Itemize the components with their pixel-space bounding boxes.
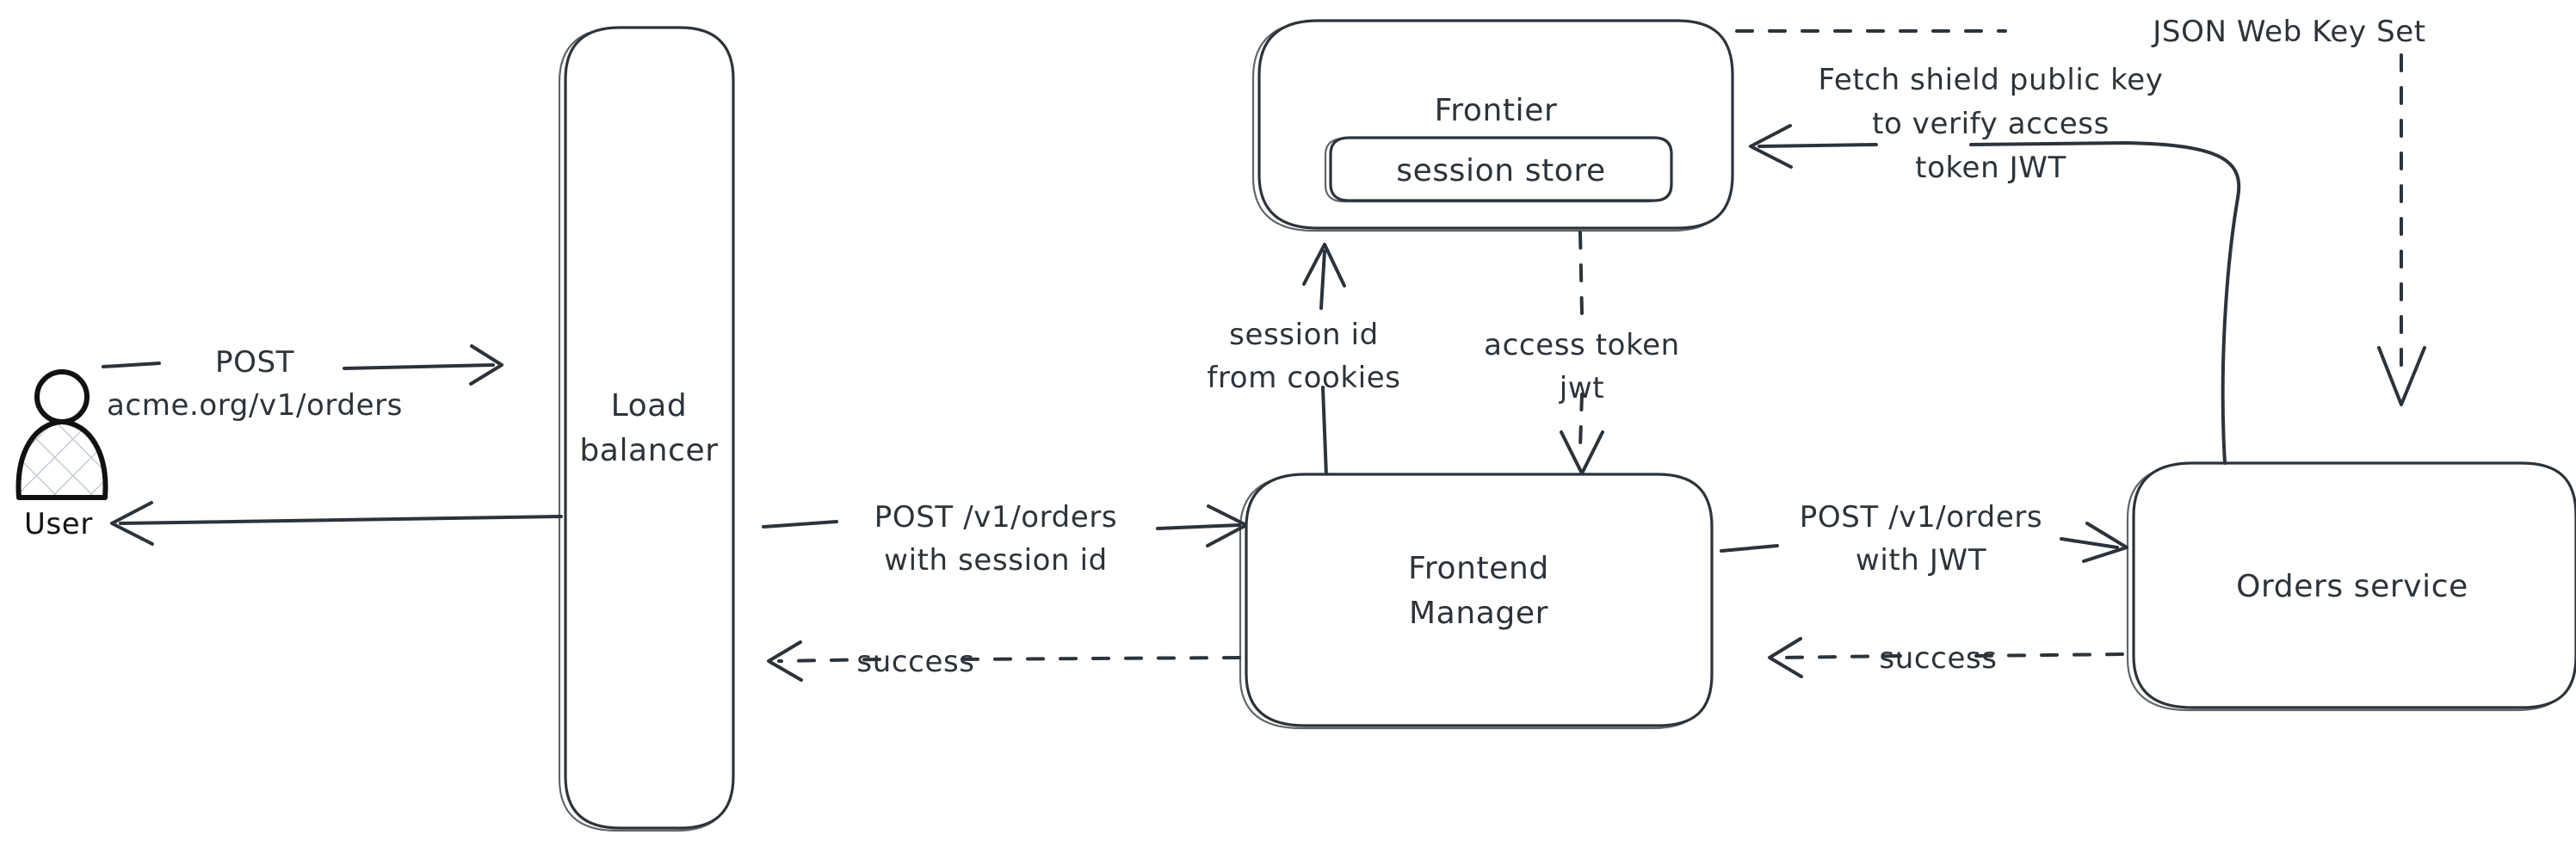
node-session-store[interactable]: session store — [1324, 136, 1673, 203]
edge-fm-to-frontier-label-2: from cookies — [1207, 361, 1400, 395]
edge-fm-to-frontier-label-1: session id — [1229, 318, 1379, 352]
edge-orders-to-fm-label: success — [1879, 641, 1997, 676]
edge-user-to-lb-label-1: POST — [215, 345, 294, 380]
node-session-store-label: session store — [1396, 153, 1606, 189]
edge-orders-to-frontier-label-1: Fetch shield public key — [1819, 63, 2164, 97]
edge-user-to-lb: POST acme.org/v1/orders — [102, 344, 503, 423]
edge-orders-to-frontier-label-2: to verify access — [1872, 107, 2110, 141]
node-frontend-manager[interactable]: Frontend Manager — [1239, 473, 1714, 730]
node-frontend-manager-label-2: Manager — [1409, 596, 1548, 631]
node-frontend-manager-label-1: Frontend — [1408, 551, 1549, 586]
node-frontier-label: Frontier — [1435, 93, 1558, 128]
node-user-label: User — [24, 507, 93, 541]
edge-lb-to-fm-label-2: with session id — [884, 543, 1108, 578]
edge-fm-to-orders-label-2: with JWT — [1856, 543, 1986, 578]
node-orders-service[interactable]: Orders service — [2126, 461, 2576, 712]
node-load-balancer-label-2: balancer — [579, 433, 718, 468]
edge-fm-to-lb: success — [767, 640, 1241, 682]
edge-frontier-to-fm: access token jwt — [1484, 231, 1680, 475]
edge-fm-to-orders-label-1: POST /v1/orders — [1800, 500, 2042, 535]
edge-orders-to-frontier-label-3: token JWT — [1915, 151, 2066, 185]
node-load-balancer-label-1: Load — [611, 388, 688, 424]
person-icon — [15, 369, 108, 500]
edge-fm-to-lb-label: success — [856, 645, 974, 679]
edge-lb-to-fm-label-1: POST /v1/orders — [874, 500, 1117, 535]
edge-fm-to-frontier: session id from cookies — [1207, 243, 1400, 478]
edge-lb-to-fm: POST /v1/orders with session id — [762, 500, 1248, 578]
edge-user-to-lb-label-2: acme.org/v1/orders — [107, 388, 403, 423]
edge-jwks-label: JSON Web Key Set — [2151, 15, 2425, 49]
edge-lb-to-user — [110, 501, 563, 546]
edge-frontier-to-fm-label-2: jwt — [1559, 371, 1604, 405]
edge-orders-to-frontier: Fetch shield public key to verify access… — [1749, 63, 2241, 465]
node-load-balancer[interactable]: Load balancer — [558, 26, 735, 832]
node-user[interactable]: User — [15, 369, 108, 541]
node-orders-service-label: Orders service — [2236, 569, 2468, 604]
edge-jwks: JSON Web Key Set — [1735, 15, 2426, 406]
edge-fm-to-orders: POST /v1/orders with JWT — [1720, 500, 2128, 578]
edge-orders-to-fm: success — [1768, 637, 2124, 678]
edge-frontier-to-fm-label-1: access token — [1484, 328, 1680, 362]
node-frontier[interactable]: Frontier session store — [1251, 19, 1734, 232]
